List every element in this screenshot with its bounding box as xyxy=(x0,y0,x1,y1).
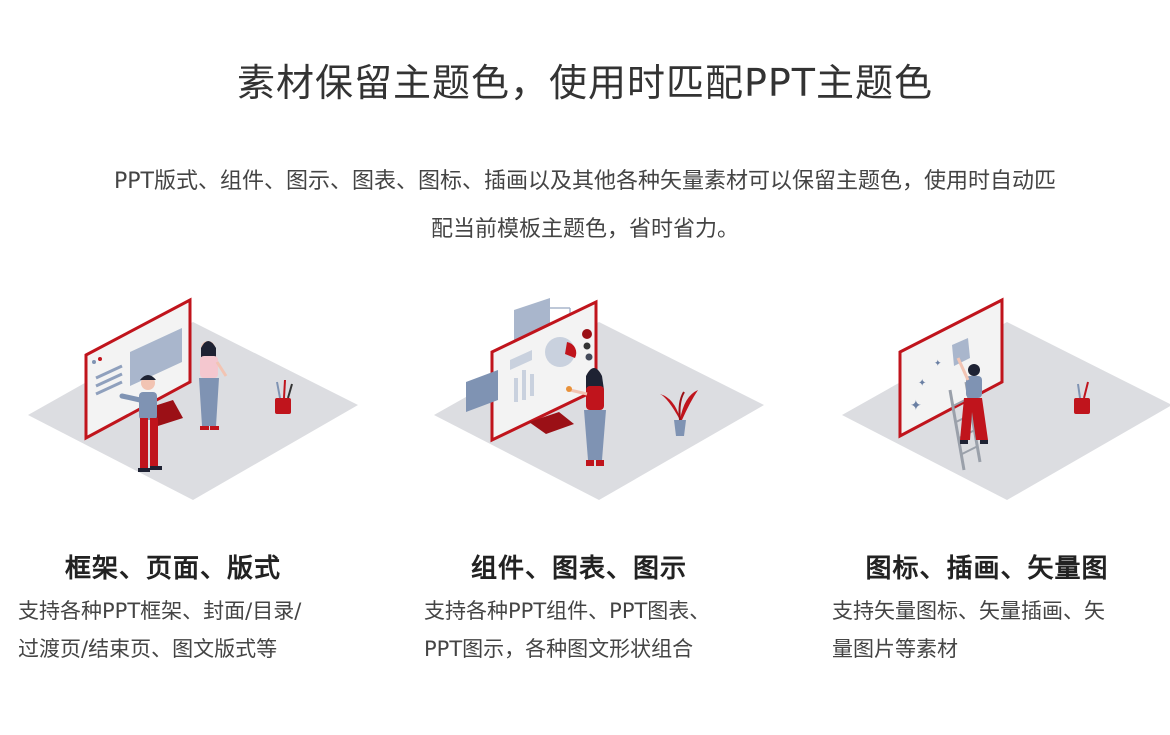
card-title: 框架、页面、版式 xyxy=(64,554,281,584)
card-desc-line-1: 支持各种PPT组件、PPT图表、 xyxy=(424,599,711,623)
svg-text:✦: ✦ xyxy=(918,378,926,389)
feature-card-components: 组件、图表、图示 支持各种PPT组件、PPT图表、 PPT图示，各种图文形状组合 xyxy=(424,290,784,690)
dot-dark xyxy=(585,353,593,361)
card-desc-line-2: 过渡页/结束页、图文版式等 xyxy=(18,637,278,661)
intro-text: PPT版式、组件、图示、图表、图标、插画以及其他各种矢量素材可以保留主题色，使用… xyxy=(20,158,1150,254)
chart-screen-illustration xyxy=(434,298,764,500)
svg-text:✦: ✦ xyxy=(934,359,942,369)
ladder-artist-illustration: ✦ ✦ ✦ xyxy=(842,297,1170,500)
page-title: 素材保留主题色，使用时匹配PPT主题色 xyxy=(236,61,934,105)
intro-line-1: PPT版式、组件、图示、图表、图标、插画以及其他各种矢量素材可以保留主题色，使用… xyxy=(114,169,1056,194)
potted-plant xyxy=(660,390,698,436)
whiteboard xyxy=(84,297,192,441)
svg-text:✦: ✦ xyxy=(910,398,922,414)
woman-figure xyxy=(566,368,606,466)
pencil-cup xyxy=(275,379,293,414)
canvas-board: ✦ ✦ ✦ xyxy=(898,297,1004,439)
card-description: 支持各种PPT组件、PPT图表、 PPT图示，各种图文形状组合 xyxy=(424,592,754,668)
monitor-base xyxy=(529,412,574,434)
feature-card-icons: ✦ ✦ ✦ 图标、插画、矢量图 支持矢量图标、矢量插画、矢 量图 xyxy=(832,290,1170,690)
feature-card-framework: 框架、页面、版式 支持各种PPT框架、封面/目录/ 过渡页/结束页、图文版式等 xyxy=(18,290,378,690)
presentation-board-illustration xyxy=(28,297,358,500)
woman-figure xyxy=(199,341,228,430)
card-description: 支持矢量图标、矢量插画、矢 量图片等素材 xyxy=(832,592,1162,668)
artist-figure xyxy=(956,357,988,444)
card-desc-line-1: 支持各种PPT框架、封面/目录/ xyxy=(18,599,302,623)
intro-line-2: 配当前模板主题色，省时省力。 xyxy=(430,217,739,242)
card-title: 组件、图表、图示 xyxy=(470,554,687,584)
card-description: 支持各种PPT框架、封面/目录/ 过渡页/结束页、图文版式等 xyxy=(18,592,348,668)
paint-bucket xyxy=(1074,381,1090,414)
dot-red xyxy=(582,329,592,339)
card-title: 图标、插画、矢量图 xyxy=(865,554,1109,584)
floor-platform xyxy=(842,322,1170,500)
card-desc-line-2: 量图片等素材 xyxy=(832,637,958,661)
card-desc-line-2: PPT图示，各种图文形状组合 xyxy=(424,637,694,661)
side-panel xyxy=(466,370,498,412)
card-desc-line-1: 支持矢量图标、矢量插画、矢 xyxy=(832,599,1105,623)
man-figure xyxy=(119,375,162,472)
dot-gray xyxy=(583,342,591,350)
floor-platform xyxy=(28,322,358,500)
